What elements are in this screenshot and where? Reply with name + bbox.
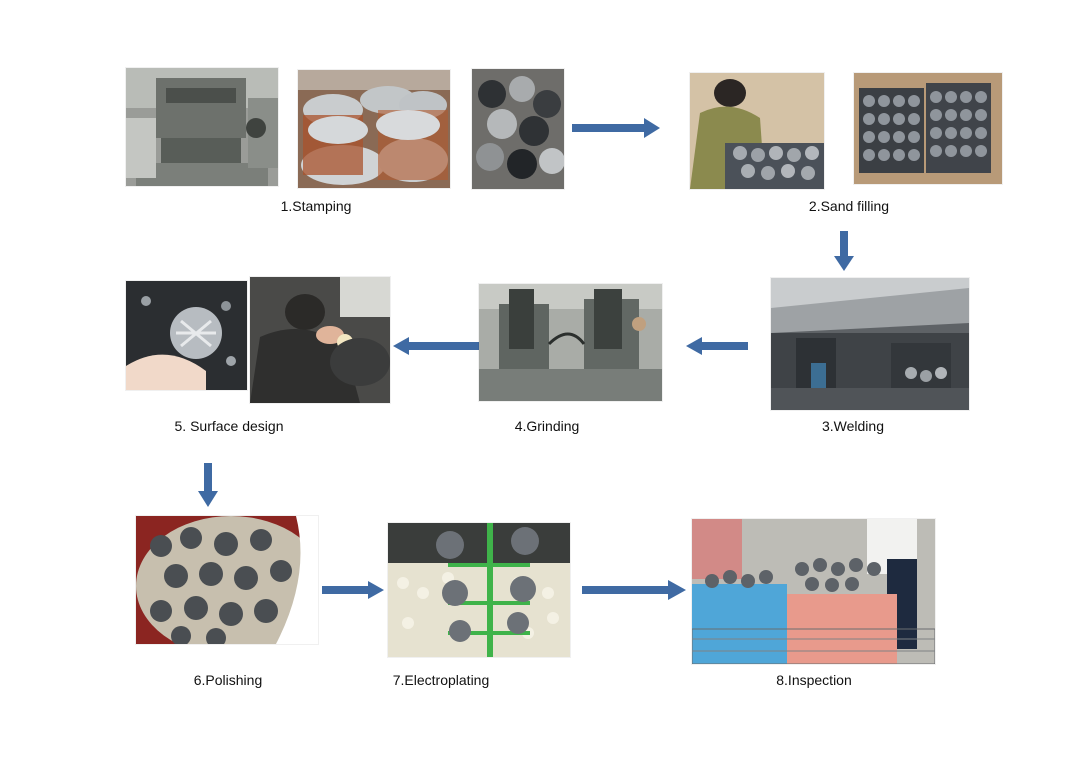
step-label-welding: 3.Welding [821, 418, 885, 434]
step-label-surface-design: 5. Surface design [174, 418, 284, 434]
sand-filling-worker-photo [690, 73, 824, 189]
step-label-polishing: 6.Polishing [193, 672, 263, 688]
inspection-crates-photo [692, 519, 935, 664]
arrow-left-1 [393, 337, 483, 355]
arrow-right-1 [572, 118, 660, 138]
surface-design-worker-photo [250, 277, 390, 403]
welding-workshop-photo [771, 278, 969, 410]
step-label-electroplating: 7.Electroplating [392, 672, 490, 688]
stamped-discs-buckets-photo [298, 70, 450, 188]
arrow-right-3 [582, 580, 686, 600]
arrow-down-2 [198, 463, 218, 507]
electroplating-rack-photo [388, 523, 570, 657]
half-shells-photo [472, 69, 564, 189]
arrow-left-2 [686, 337, 748, 355]
step-label-stamping: 1.Stamping [280, 198, 352, 214]
grinding-machine-photo [479, 284, 662, 401]
stamping-press-photo [126, 68, 278, 186]
step-label-sand-filling: 2.Sand filling [808, 198, 890, 214]
sand-filled-trays-photo [854, 73, 1002, 184]
arrow-down-1 [834, 231, 854, 271]
step-label-grinding: 4.Grinding [514, 418, 580, 434]
arrow-right-2 [322, 581, 384, 599]
surface-design-ball-photo [126, 281, 247, 390]
step-label-inspection: 8.Inspection [776, 672, 852, 688]
polishing-media-photo [136, 516, 318, 644]
